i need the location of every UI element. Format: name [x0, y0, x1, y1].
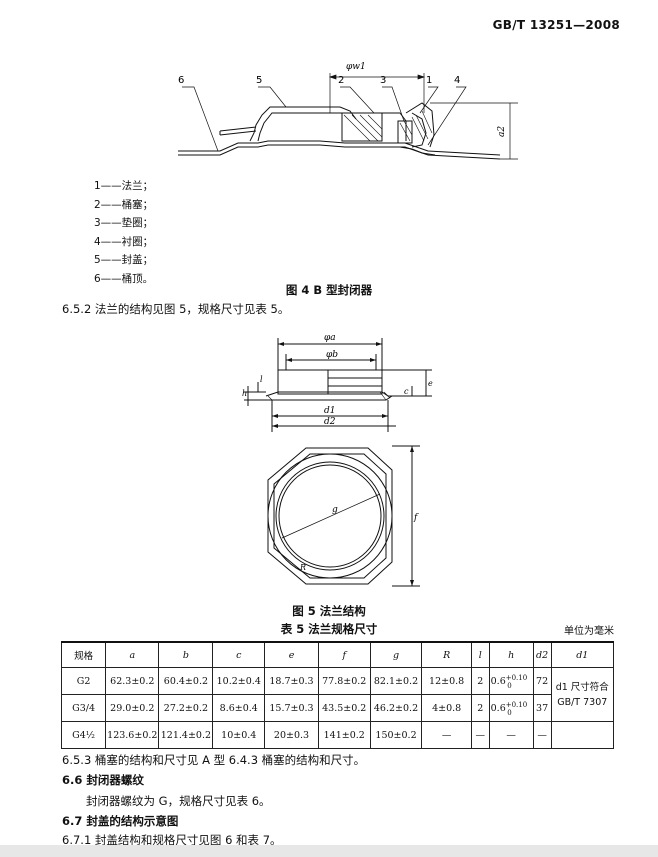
table5: 规格 a b c e f g R l h d2 d1 G2 62.3±0.2 6… — [60, 641, 615, 749]
section-6-5-3: 6.5.3 桶塞的结构和尺寸见 A 型 6.4.3 桶塞的结构和尺寸。 — [62, 753, 366, 767]
col-header: d1 — [550, 641, 615, 668]
table-cell: 0.6+0.100 — [488, 694, 534, 722]
table-cell: 15.7±0.3 — [264, 694, 319, 722]
fig4-callout-6: 6 — [178, 75, 184, 86]
table-cell: 82.1±0.2 — [369, 667, 423, 695]
fig4-callout-4: 4 — [454, 75, 460, 86]
table-cell: 37 — [532, 694, 552, 722]
table-cell: 10±0.4 — [212, 721, 266, 749]
legend-item: 6——桶顶。 — [94, 272, 154, 285]
table5-title: 表 5 法兰规格尺寸 — [280, 622, 378, 636]
section-6-6-title: 6.6 封闭器螺纹 — [62, 773, 144, 787]
table-cell: 4±0.8 — [421, 694, 472, 722]
col-header: g — [369, 641, 423, 668]
col-header: e — [264, 641, 319, 668]
col-header: h — [488, 641, 534, 668]
table-cell: 12±0.8 — [421, 667, 472, 695]
table-cell: 2 — [470, 667, 490, 695]
table-cell: 77.8±0.2 — [317, 667, 371, 695]
table-cell: 8.6±0.4 — [212, 694, 266, 722]
table-cell: 62.3±0.2 — [105, 667, 160, 695]
fig5-dim-g: g — [332, 505, 338, 515]
table-cell: — — [470, 721, 490, 749]
fig4-callout-3: 3 — [380, 75, 386, 86]
fig5-dim-b: φb — [326, 350, 338, 360]
bottom-bar — [0, 845, 658, 857]
col-header: R — [421, 641, 472, 668]
table-cell: 150±0.2 — [369, 721, 423, 749]
table-cell: 141±0.2 — [317, 721, 371, 749]
col-header: c — [212, 641, 266, 668]
table-cell: 29.0±0.2 — [105, 694, 160, 722]
col-header: f — [317, 641, 371, 668]
fig5-dim-d1: d1 — [324, 406, 336, 416]
figure5-side-view: φa φb d1 d2 h l e c — [242, 333, 433, 432]
col-header: a — [105, 641, 160, 668]
standard-number: GB/T 13251—2008 — [492, 18, 620, 32]
table-cell: 10.2±0.4 — [212, 667, 266, 695]
table-row: G3/4 29.0±0.2 27.2±0.2 8.6±0.4 15.7±0.3 … — [60, 694, 614, 722]
table-cell: — — [532, 721, 552, 749]
table-cell: 43.5±0.2 — [317, 694, 371, 722]
table-cell: 72 — [532, 667, 552, 695]
col-header: l — [470, 641, 490, 668]
fig4-dim-a2: a2 — [497, 126, 507, 137]
table-cell: 0.6+0.100 — [488, 667, 534, 695]
table-cell: 60.4±0.2 — [158, 667, 214, 695]
table-cell: G2 — [60, 667, 107, 695]
table-row: G4½ 123.6±0.2 121.4±0.2 10±0.4 20±0.3 14… — [60, 721, 615, 749]
figure4-caption: 图 4 B 型封闭器 — [285, 283, 373, 297]
figure5-caption: 图 5 法兰结构 — [292, 604, 366, 618]
section-6-6-body: 封闭器螺纹为 G，规格尺寸见表 6。 — [86, 794, 271, 808]
table-cell: 18.7±0.3 — [264, 667, 319, 695]
legend-item: 4——衬圈； — [94, 235, 154, 248]
fig5-dim-a: φa — [324, 333, 336, 343]
fig5-dim-f: f — [413, 513, 419, 523]
table-row: G2 62.3±0.2 60.4±0.2 10.2±0.4 18.7±0.3 7… — [60, 667, 615, 722]
table-cell: — — [421, 721, 472, 749]
fig4-dim-w1: φw1 — [346, 62, 366, 72]
fig5-dim-d2: d2 — [324, 417, 336, 427]
fig5-dim-R: R — [299, 563, 306, 572]
section-6-7-title: 6.7 封盖的结构示意图 — [62, 814, 179, 828]
figure4-drawing: 6 5 2 3 1 4 φw1 a2 — [178, 62, 518, 160]
table-cell: 27.2±0.2 — [158, 694, 214, 722]
table-cell — [550, 721, 615, 749]
fig4-callout-1: 1 — [426, 75, 432, 86]
table-cell: 2 — [470, 694, 490, 722]
table-cell: — — [488, 721, 534, 749]
table5-unit: 单位为毫米 — [564, 626, 614, 637]
fig5-dim-e: e — [428, 379, 433, 388]
legend-item: 2——桶塞； — [94, 198, 154, 211]
col-header: 规格 — [60, 641, 107, 668]
col-header: d2 — [532, 641, 552, 668]
fig5-dim-l: l — [260, 375, 263, 384]
table-cell: 20±0.3 — [264, 721, 319, 749]
fig4-callout-2: 2 — [338, 75, 344, 86]
section-6-7-1: 6.7.1 封盖结构和规格尺寸见图 6 和表 7。 — [62, 833, 282, 847]
figure5-top-view: g f R — [267, 445, 420, 587]
table-cell: G4½ — [60, 721, 107, 749]
table-cell: 121.4±0.2 — [158, 721, 214, 749]
fig5-dim-c: c — [404, 387, 409, 396]
table-cell: G3/4 — [60, 694, 107, 722]
table-cell: 123.6±0.2 — [105, 721, 160, 749]
section-6-5-2: 6.5.2 法兰的结构见图 5，规格尺寸见表 5。 — [62, 302, 290, 316]
col-header: b — [158, 641, 214, 668]
fig4-callout-5: 5 — [256, 75, 262, 86]
figure4-legend: 1——法兰； 2——桶塞； 3——垫圈； 4——衬圈； 5——封盖； 6——桶顶… — [94, 177, 153, 289]
legend-item: 5——封盖； — [94, 254, 154, 267]
legend-item: 3——垫圈； — [94, 217, 154, 230]
legend-item: 1——法兰； — [94, 180, 154, 192]
fig5-dim-h: h — [242, 389, 247, 398]
table-cell: 46.2±0.2 — [369, 694, 423, 722]
